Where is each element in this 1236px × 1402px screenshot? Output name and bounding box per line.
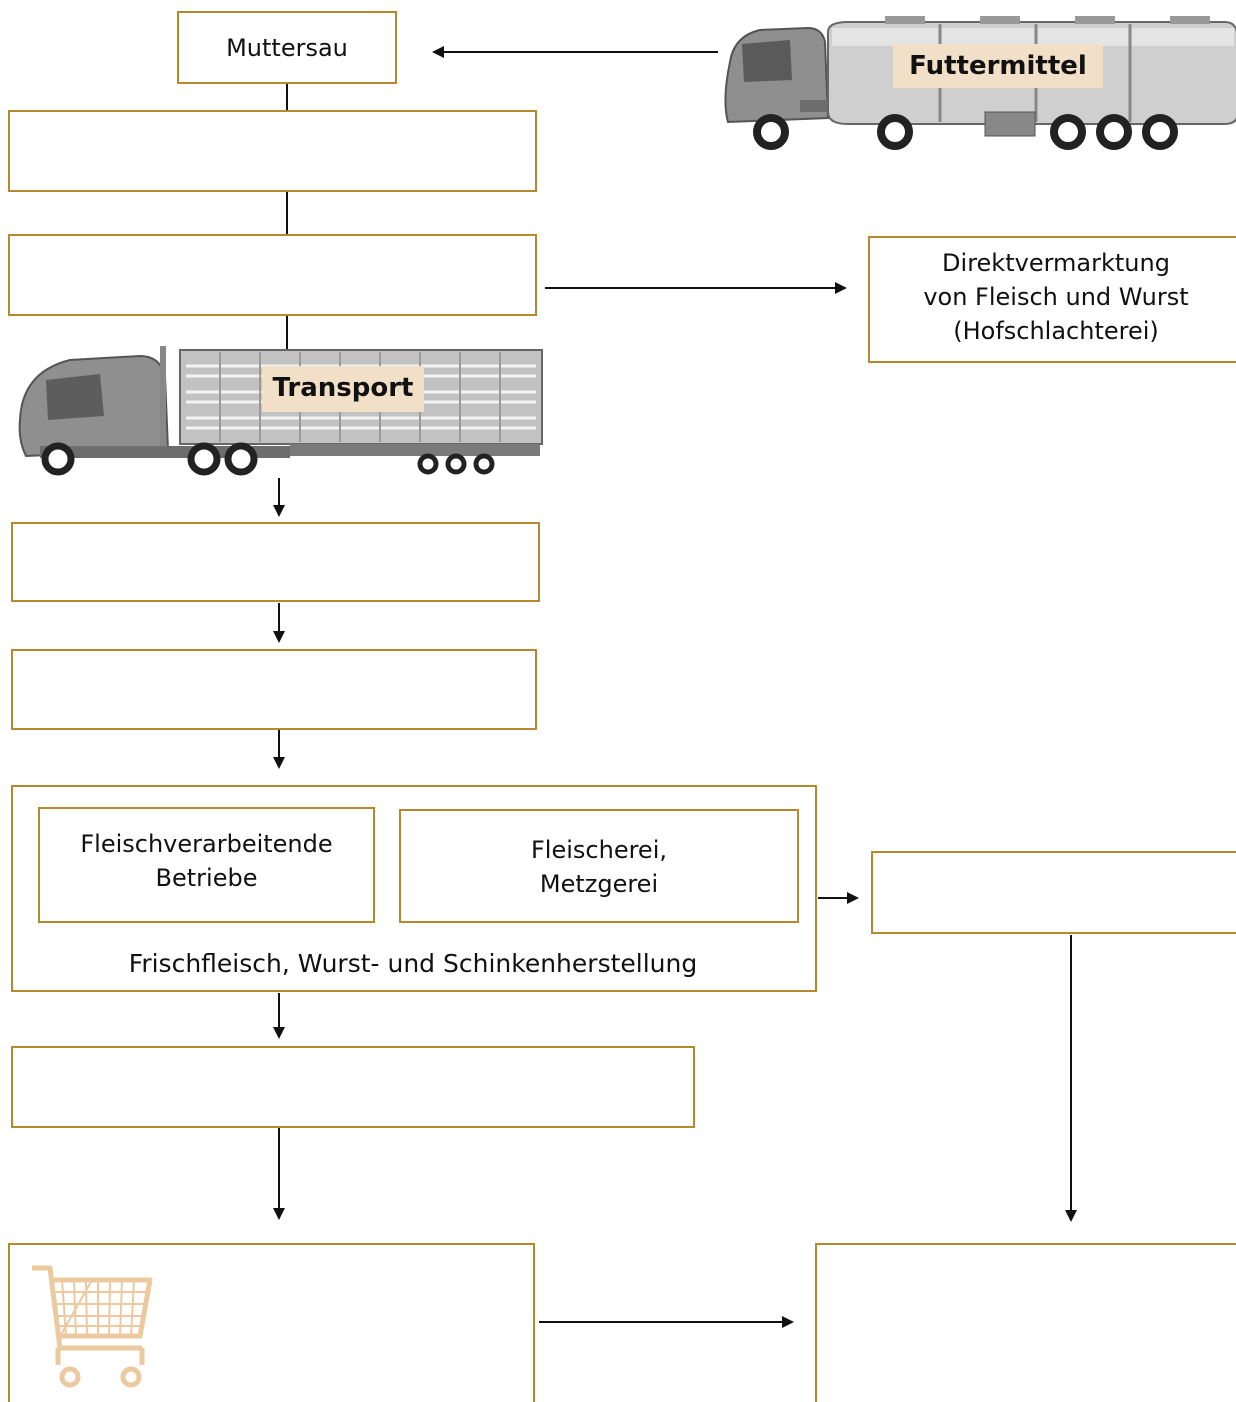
herstellung-label: Frischfleisch, Wurst- und Schinkenherste… xyxy=(128,949,698,978)
futtermittel-label: Futtermittel xyxy=(893,44,1103,88)
empty-box-7 xyxy=(11,1046,695,1128)
fleischverarbeitende-box: Fleischverarbeitende Betriebe xyxy=(38,807,375,923)
empty-box-2 xyxy=(8,110,537,192)
fleischerei-label: Fleischerei, Metzgerei xyxy=(531,836,667,898)
empty-box-4 xyxy=(11,522,540,602)
direktvermarktung-label: Direktvermarktung von Fleisch und Wurst … xyxy=(923,249,1189,345)
empty-bottom-right-box xyxy=(815,1243,1236,1402)
empty-box-3 xyxy=(8,234,537,316)
transport-label: Transport xyxy=(262,366,424,412)
fleischverarbeitende-label: Fleischverarbeitende Betriebe xyxy=(80,830,333,892)
muttersau-box: Muttersau xyxy=(177,11,397,84)
fleischerei-box: Fleischerei, Metzgerei xyxy=(399,809,799,923)
empty-right-box xyxy=(871,851,1236,934)
retail-box xyxy=(8,1243,535,1402)
empty-box-5 xyxy=(11,649,537,730)
muttersau-label: Muttersau xyxy=(226,34,348,62)
direktvermarktung-box: Direktvermarktung von Fleisch und Wurst … xyxy=(868,236,1236,363)
